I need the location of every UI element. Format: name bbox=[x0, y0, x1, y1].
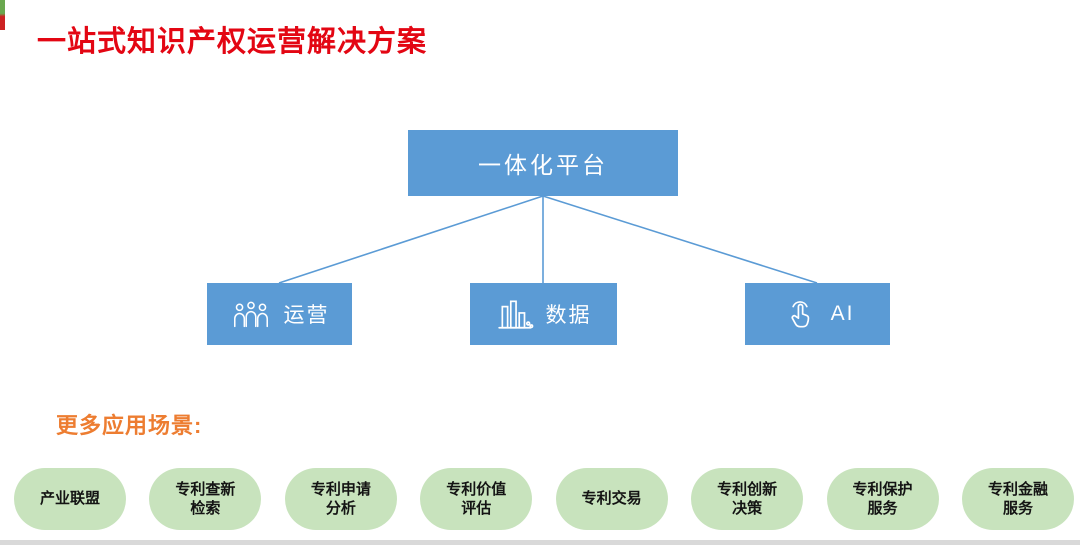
pill-label: 产业联盟 bbox=[39, 490, 100, 508]
child-node-operations: 运营 bbox=[207, 283, 352, 345]
pill-label: 检索 bbox=[190, 500, 221, 517]
pill-label: 分析 bbox=[325, 500, 356, 517]
pill-label: 专利金融 bbox=[987, 480, 1048, 498]
pill-label: 专利查新 bbox=[175, 480, 236, 498]
pill-label: 专利申请 bbox=[310, 480, 371, 498]
bar-chart-icon bbox=[496, 296, 534, 332]
scenario-pill: 产业联盟 bbox=[14, 468, 126, 530]
scenario-pill: 专利交易 bbox=[555, 468, 668, 530]
left-edge-decor bbox=[0, 0, 5, 30]
scenario-pill: 专利保护 服务 bbox=[826, 468, 939, 530]
scenario-pill: 专利金融 服务 bbox=[961, 468, 1074, 530]
child-node-data: 数据 bbox=[470, 283, 617, 345]
child-node-label: 数据 bbox=[545, 304, 592, 327]
more-scenarios-heading: 更多应用场景: bbox=[56, 413, 203, 438]
pill-label: 评估 bbox=[461, 500, 492, 517]
pill-label: 服务 bbox=[867, 500, 898, 517]
pill-label: 决策 bbox=[732, 500, 763, 517]
scenario-pill: 专利查新 检索 bbox=[149, 468, 262, 530]
pill-label: 专利价值 bbox=[446, 480, 507, 498]
bottom-edge-bar bbox=[0, 540, 1080, 545]
scenario-pill-row: 产业联盟 专利查新 检索 专利申请 分析 专利价值 评估 专利交易 专利创新 决… bbox=[14, 468, 1074, 530]
pill-label: 专利交易 bbox=[581, 490, 642, 508]
root-node-platform: 一体化平台 bbox=[408, 130, 678, 196]
scenario-pill: 专利申请 分析 bbox=[284, 468, 397, 530]
child-node-label: AI bbox=[830, 302, 855, 325]
touch-icon bbox=[781, 295, 819, 333]
root-node-label: 一体化平台 bbox=[478, 152, 608, 178]
pill-label: 服务 bbox=[1002, 500, 1033, 517]
pill-label: 专利创新 bbox=[717, 480, 778, 498]
scenario-pill: 专利创新 决策 bbox=[691, 468, 804, 530]
child-node-ai: AI bbox=[745, 283, 890, 345]
pill-label: 专利保护 bbox=[852, 480, 913, 498]
scenario-pill: 专利价值 评估 bbox=[420, 468, 533, 530]
people-icon bbox=[230, 297, 272, 331]
page-title: 一站式知识产权运营解决方案 bbox=[37, 26, 428, 58]
child-node-label: 运营 bbox=[283, 304, 330, 327]
